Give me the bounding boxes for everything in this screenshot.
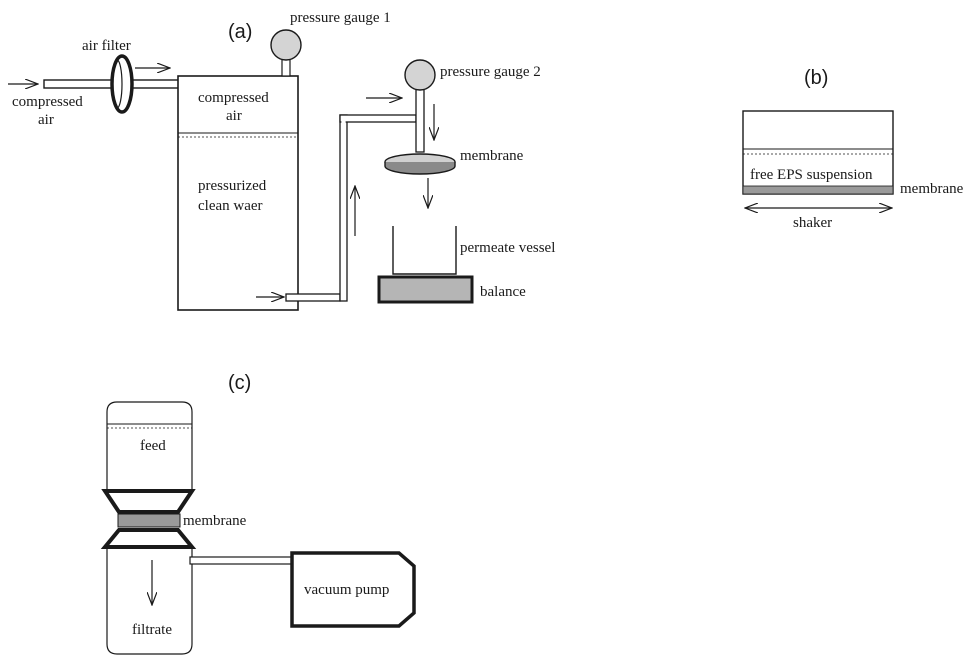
- air-filter-label: air filter: [82, 38, 131, 54]
- tank-water-label-1: pressurized: [198, 178, 267, 194]
- tank-outlet-pipe: [285, 293, 341, 302]
- permeate-vessel-icon: [392, 226, 457, 275]
- panel-c: (c) feed membrane filtrate vacuum pump: [100, 372, 416, 655]
- membrane-c-label: membrane: [183, 513, 247, 529]
- pressure-tank: [177, 75, 299, 311]
- gauge-1-icon: [270, 29, 302, 77]
- membrane-holder: [384, 153, 456, 175]
- balance-label: balance: [480, 284, 526, 300]
- panel-b: (b) free EPS suspension membrane shaker: [742, 67, 964, 231]
- membrane-b-layer: [742, 185, 894, 195]
- panel-a: (a) compressed air air filter compressed…: [8, 10, 555, 311]
- filtrate-label: filtrate: [132, 622, 172, 638]
- membrane-a-label: membrane: [460, 148, 524, 164]
- balance-icon: [377, 275, 474, 304]
- panel-a-label: (a): [228, 21, 252, 43]
- tank-air-label-1: compressed: [198, 90, 269, 106]
- disc-filter-icon: [110, 54, 134, 114]
- pressure-gauge-1-label: pressure gauge 1: [290, 10, 391, 26]
- vacuum-line: [189, 556, 293, 565]
- feed-label: feed: [140, 438, 166, 454]
- upper-clamp: [101, 489, 196, 514]
- membrane-c-layer: [117, 513, 181, 528]
- lower-clamp: [100, 528, 197, 549]
- compressed-air-inlet-label-1: compressed: [12, 94, 83, 110]
- tank-air-label-2: air: [226, 108, 242, 124]
- panel-b-label: (b): [804, 67, 828, 89]
- tank-water-label-2: clean waer: [198, 198, 263, 214]
- compressed-air-inlet-label-2: air: [38, 112, 54, 128]
- shaker-label: shaker: [793, 215, 832, 231]
- feed-bottle: [106, 401, 193, 492]
- suspension-label: free EPS suspension: [750, 167, 873, 183]
- pressure-gauge-2-label: pressure gauge 2: [440, 64, 541, 80]
- top-pipe: [339, 114, 417, 123]
- gauge-2-icon: [404, 59, 436, 91]
- vacuum-pump-label: vacuum pump: [304, 582, 389, 598]
- vacuum-pump-icon: [290, 551, 416, 628]
- membrane-b-label: membrane: [900, 181, 964, 197]
- panel-c-label: (c): [228, 372, 251, 394]
- shaker-container: [742, 110, 894, 195]
- filtrate-bottle: [106, 549, 193, 655]
- permeate-vessel-label: permeate vessel: [460, 240, 555, 256]
- gauge-2-stem: [415, 87, 425, 153]
